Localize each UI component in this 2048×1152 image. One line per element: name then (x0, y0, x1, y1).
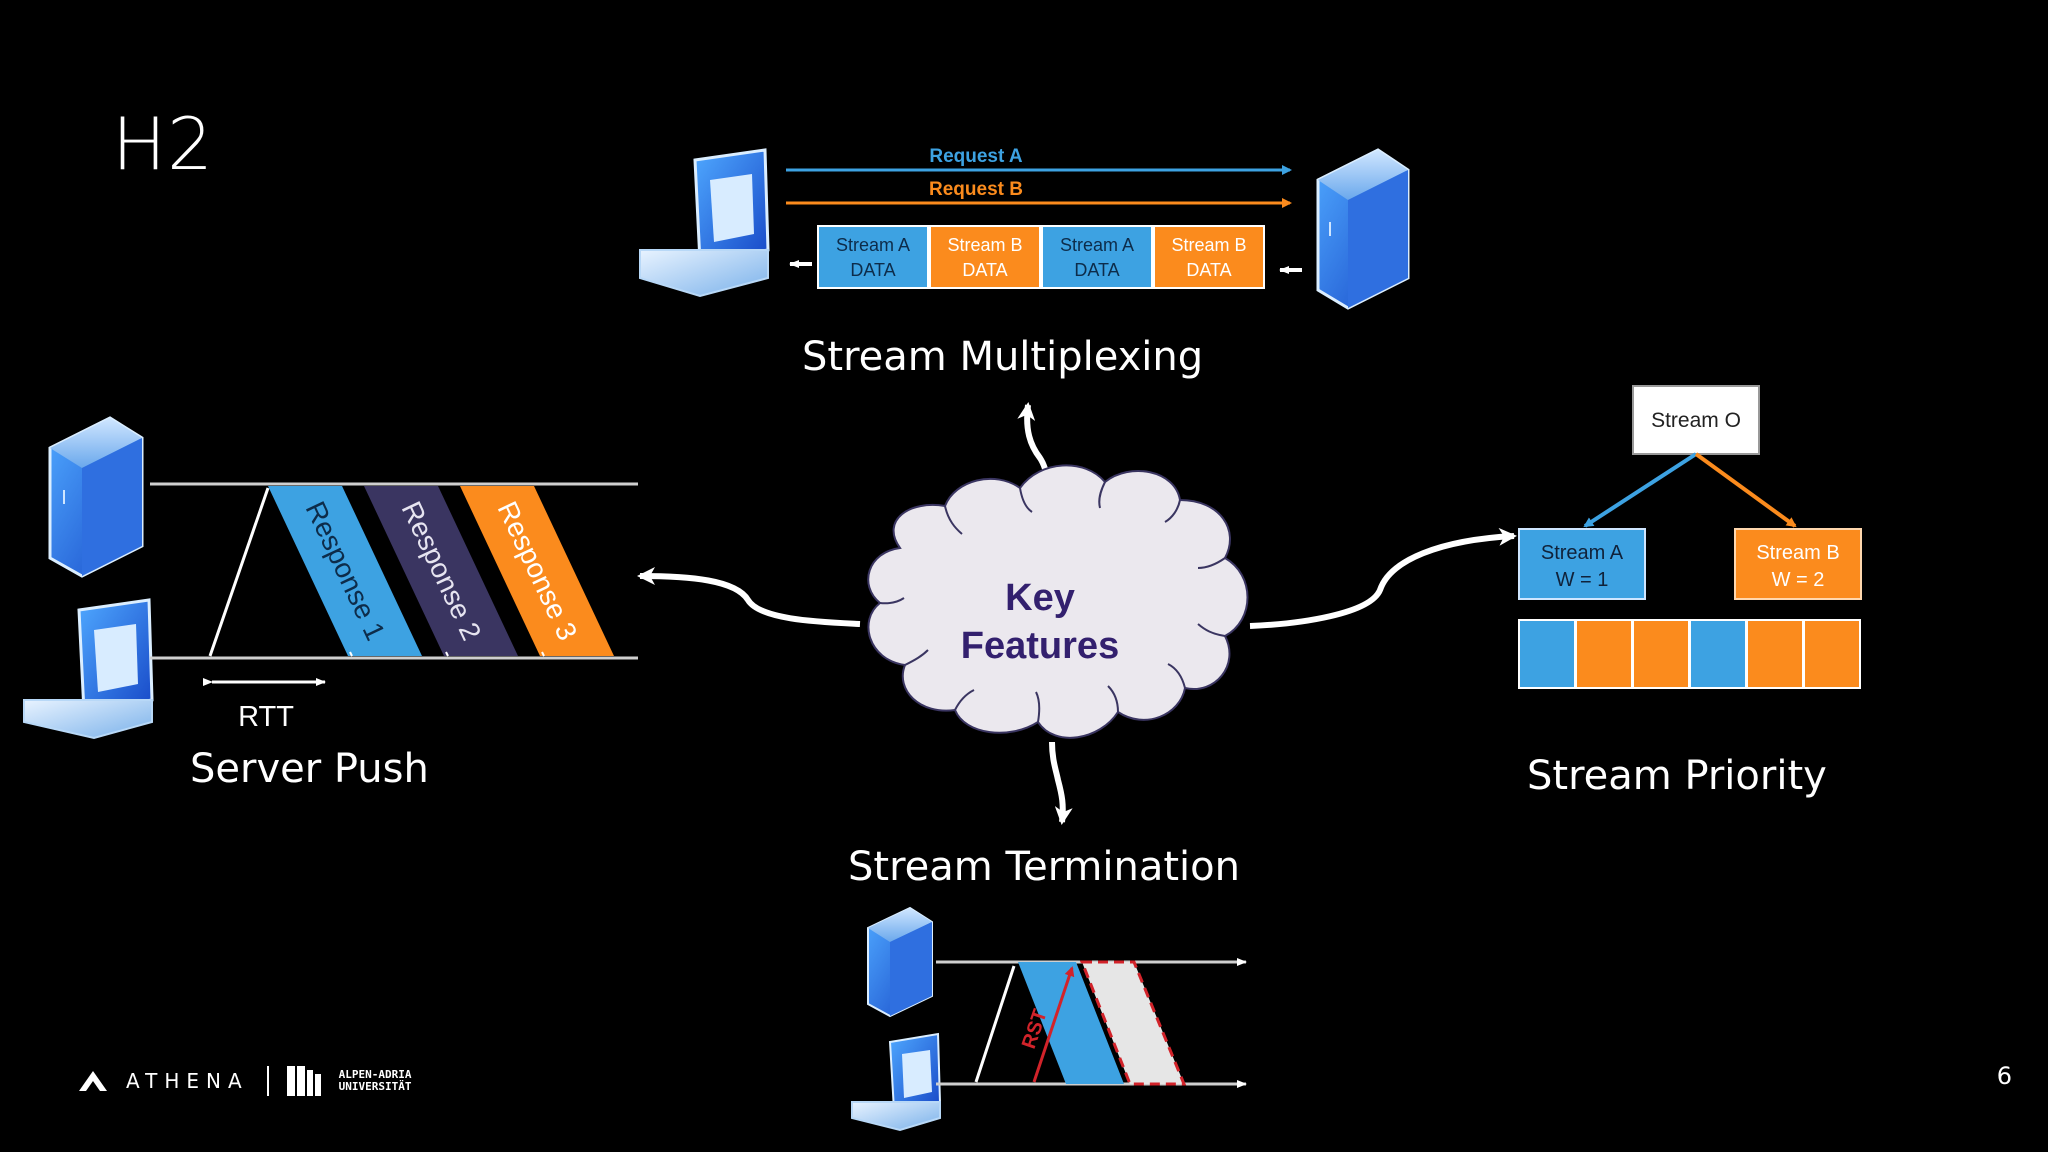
caption-stream-termination: Stream Termination (848, 844, 1240, 890)
data-frame-label: DATA (962, 260, 1007, 280)
athena-logo-icon (79, 1071, 107, 1091)
stream-a-weight: W = 1 (1556, 569, 1609, 591)
priority-frame (1632, 619, 1690, 689)
university-name-line1: ALPEN-ADRIA (338, 1068, 412, 1081)
key-features-cloud: Key Features (867, 464, 1249, 739)
data-frame-label: Stream B (1171, 235, 1246, 255)
rtt-label: RTT (238, 701, 294, 733)
laptop-icon (639, 148, 770, 298)
slide-title: H2 (112, 102, 214, 186)
footer-logos: ATHENA ALPEN-ADRIA UNIVERSITÄT (78, 1066, 412, 1096)
stream-a-label: Stream A (1541, 542, 1624, 564)
caption-stream-multiplexing: Stream Multiplexing (802, 334, 1204, 380)
request-a-label: Request A (929, 146, 1023, 167)
stream-0-node (1632, 385, 1760, 455)
rst-arrow (1032, 966, 1075, 1083)
priority-frame (1575, 619, 1633, 689)
stream-multiplexing-diagram: Request A Request B Stream A DATA Stream B… (639, 146, 1410, 310)
arrow-to-termination (1049, 741, 1073, 825)
server-icon (1316, 148, 1410, 310)
frame-strip (1518, 619, 1861, 689)
athena-brand: ATHENA (126, 1069, 249, 1093)
data-frame-label: DATA (1186, 260, 1231, 280)
term-request-line (974, 965, 1016, 1083)
term-cancelled-band (1079, 960, 1187, 1086)
response-band (364, 486, 518, 656)
priority-frame (1803, 619, 1861, 689)
stream-termination-diagram: RST (851, 906, 1247, 1132)
data-frame (817, 225, 929, 289)
response-band (268, 486, 422, 656)
response-arrow-tip (349, 651, 353, 657)
term-response-band (1018, 962, 1124, 1084)
arrow-to-server-push (637, 567, 861, 627)
data-frame-label: DATA (1074, 260, 1119, 280)
stream-b-label: Stream B (1756, 542, 1839, 564)
data-frame-label: DATA (850, 260, 895, 280)
edge-to-stream-a (1583, 452, 1698, 528)
edge-to-stream-b (1694, 452, 1797, 528)
priority-frame (1689, 619, 1747, 689)
priority-frame (1746, 619, 1804, 689)
data-frames: Stream A DATA Stream B DATA Stream A DATA Stre… (817, 225, 1265, 289)
stream-0-label: Stream O (1651, 409, 1741, 432)
data-frame (1153, 225, 1265, 289)
laptop-icon (23, 598, 154, 740)
request-line (208, 487, 270, 657)
caption-stream-priority: Stream Priority (1527, 753, 1827, 799)
caption-server-push: Server Push (190, 746, 429, 792)
footer-separator (266, 1066, 269, 1096)
data-frame-label: Stream A (1060, 235, 1134, 255)
request-b-label: Request B (929, 179, 1023, 200)
university-name-line2: UNIVERSITÄT (338, 1080, 412, 1093)
arrow-to-priority (1249, 527, 1517, 629)
university-name: ALPEN-ADRIA UNIVERSITÄT (339, 1069, 412, 1093)
stream-priority-diagram: Stream O Stream A W = 1 Stream B W = 2 (1518, 385, 1862, 689)
page-number: 6 (1996, 1062, 2012, 1090)
stream-b-node (1734, 528, 1862, 600)
laptop-icon (851, 1032, 942, 1132)
key-features-line2: Features (961, 625, 1119, 667)
data-frame-label: Stream B (947, 235, 1022, 255)
stream-a-node (1518, 528, 1646, 600)
data-frame (1041, 225, 1153, 289)
key-features-line1: Key (1005, 577, 1075, 619)
response-band (460, 486, 614, 656)
server-icon (48, 416, 144, 578)
data-frame (929, 225, 1041, 289)
stream-b-weight: W = 2 (1772, 569, 1825, 591)
data-frame-label: Stream A (836, 235, 910, 255)
response-arrow-tip (541, 651, 545, 657)
response-arrow-tip (445, 651, 449, 657)
priority-frame (1518, 619, 1576, 689)
university-logo-icon (286, 1066, 321, 1096)
server-icon (867, 906, 933, 1018)
